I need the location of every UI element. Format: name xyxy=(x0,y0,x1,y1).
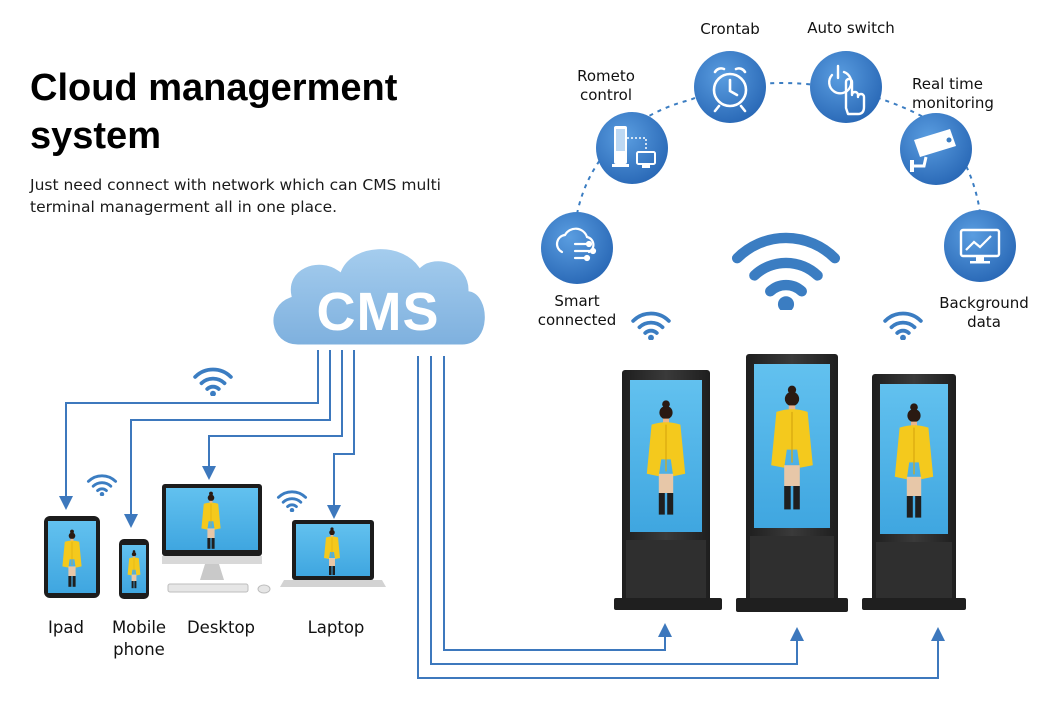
cms-label: CMS xyxy=(317,282,440,342)
network-cloud-icon xyxy=(555,227,597,262)
cms-cloud: CMS xyxy=(270,246,488,348)
feature-crontab-bubble xyxy=(694,51,766,123)
feature-background-data-bubble xyxy=(944,210,1016,282)
device-label-laptop: Laptop xyxy=(307,618,365,637)
wifi-icon xyxy=(193,367,233,396)
device-label-ipad: Ipad xyxy=(48,618,84,637)
feature-label-smart-connected: Smart connected xyxy=(537,292,617,329)
kiosk-display-left xyxy=(614,370,722,610)
kiosk-display-right xyxy=(862,374,966,610)
page-title: Cloud managerment system xyxy=(30,67,398,157)
laptop-device xyxy=(280,520,386,587)
desktop-device xyxy=(162,484,271,594)
connection-lines xyxy=(59,350,945,679)
feature-label-background-data: Background data xyxy=(939,294,1029,331)
wifi-icon xyxy=(883,311,923,340)
page-subtitle: Just need connect with network which can… xyxy=(30,176,441,216)
feature-label-crontab: Crontab xyxy=(700,20,760,38)
feature-label-real-time-monitoring: Real time monitoring xyxy=(912,75,994,112)
device-label-desktop: Desktop xyxy=(186,618,256,637)
wifi-icon xyxy=(86,474,118,496)
feature-auto-switch-bubble xyxy=(810,51,882,123)
ipad-device xyxy=(44,516,100,598)
feature-label-rometo-control: Rometo control xyxy=(577,67,635,104)
feature-rometo-control-bubble xyxy=(596,112,668,184)
power-hand-icon xyxy=(828,64,866,116)
feature-real-time-monitoring-bubble xyxy=(900,113,972,185)
wifi-icon xyxy=(737,238,835,312)
alarm-clock-icon xyxy=(712,67,748,113)
wifi-icon xyxy=(631,311,671,340)
feature-smart-connected-bubble xyxy=(541,212,613,284)
wifi-icon xyxy=(276,490,308,512)
cctv-camera-icon xyxy=(910,129,956,172)
device-label-mobile-phone: Mobile phone xyxy=(111,618,167,659)
line-chart-monitor-icon xyxy=(959,228,1001,264)
mobile-phone-device xyxy=(119,539,149,599)
kiosk-remote-icon xyxy=(612,126,656,168)
feature-label-auto-switch: Auto switch xyxy=(807,19,895,37)
kiosk-display-center xyxy=(736,354,848,612)
